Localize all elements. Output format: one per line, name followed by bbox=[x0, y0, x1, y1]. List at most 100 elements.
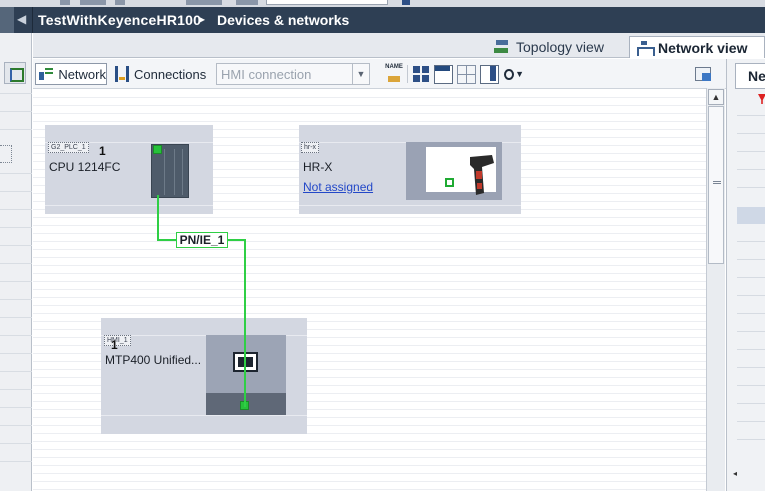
network-icon bbox=[39, 67, 54, 81]
magnifier-icon bbox=[504, 68, 515, 80]
toolbar-separator bbox=[407, 65, 408, 83]
device-tag: hr-x bbox=[301, 142, 320, 153]
tree-row-divider bbox=[0, 281, 32, 282]
image-background bbox=[426, 147, 496, 195]
tree-row-divider bbox=[0, 227, 32, 228]
toolbar-search-field[interactable] bbox=[266, 0, 388, 5]
toolbar-icon[interactable] bbox=[186, 0, 222, 5]
right-panel: Ne ◂ bbox=[726, 59, 765, 491]
breadcrumb-section: Devices & networks bbox=[217, 12, 350, 28]
device-hr-x[interactable]: hr-x HR-X Not assigned bbox=[299, 125, 521, 214]
network-line[interactable] bbox=[157, 239, 177, 241]
editor-title-bar: ◀ TestWithKeyenceHR100 ▸ Devices & netwo… bbox=[0, 7, 765, 33]
subnet-label[interactable]: PN/IE_1 bbox=[176, 232, 228, 248]
zoom-icon[interactable]: ▼ bbox=[504, 64, 524, 84]
network-mode-label: Network bbox=[58, 66, 106, 82]
show-device-grid-icon[interactable] bbox=[412, 64, 432, 84]
tree-selected-row[interactable] bbox=[0, 145, 12, 163]
tree-row-divider bbox=[0, 461, 32, 462]
tree-row-divider bbox=[0, 263, 32, 264]
toolbar-icon[interactable] bbox=[402, 0, 410, 5]
module-stripe bbox=[164, 149, 165, 195]
collapse-arrow-icon[interactable]: ◂ bbox=[733, 469, 738, 478]
grip-icon bbox=[713, 181, 721, 182]
device-tag: G2_PLC_1 bbox=[48, 142, 89, 153]
device-band bbox=[45, 205, 213, 206]
collapse-left-arrow-icon[interactable]: ◀ bbox=[17, 12, 27, 26]
table-row-divider bbox=[737, 349, 765, 350]
device-hmi[interactable]: HMI_1 1 MTP400 Unified... bbox=[101, 318, 307, 434]
tab-label: Topology view bbox=[516, 39, 604, 55]
toolbar-icon[interactable] bbox=[115, 0, 125, 5]
scrollbar-thumb[interactable] bbox=[708, 106, 724, 264]
device-band bbox=[101, 335, 307, 336]
network-line[interactable] bbox=[244, 239, 246, 407]
tree-row-divider bbox=[0, 93, 32, 94]
tree-toolbar-button[interactable] bbox=[4, 62, 26, 84]
view-tab-bar: Topology view Network view bbox=[33, 33, 765, 58]
table-row-divider bbox=[737, 295, 765, 296]
not-assigned-link[interactable]: Not assigned bbox=[303, 180, 374, 194]
device-plc[interactable]: G2_PLC_1 1 CPU 1214FC bbox=[45, 125, 213, 214]
profinet-port[interactable] bbox=[153, 145, 162, 154]
network-view-icon bbox=[636, 40, 655, 56]
show-header-panel-icon[interactable] bbox=[433, 64, 453, 84]
device-band bbox=[45, 142, 213, 143]
tree-row-divider bbox=[0, 407, 32, 408]
title-divider bbox=[32, 7, 33, 33]
network-line[interactable] bbox=[228, 239, 246, 241]
network-line[interactable] bbox=[157, 195, 159, 240]
breadcrumb-chevron-icon: ▸ bbox=[199, 12, 206, 26]
network-mode-button[interactable]: Network bbox=[35, 63, 107, 85]
tree-row-divider bbox=[0, 191, 32, 192]
device-band bbox=[101, 415, 307, 416]
table-row-divider bbox=[737, 313, 765, 314]
table-row-divider bbox=[737, 331, 765, 332]
connections-mode-label: Connections bbox=[134, 66, 207, 82]
table-row-divider bbox=[737, 151, 765, 152]
module-stripe bbox=[174, 149, 175, 195]
chevron-down-icon[interactable]: ▼ bbox=[352, 64, 369, 84]
panel-collapse-handle[interactable] bbox=[0, 7, 14, 33]
main-toolbar-remnant bbox=[0, 0, 765, 7]
canvas-vertical-scrollbar[interactable]: ▲ bbox=[706, 88, 725, 491]
toolbar-icon[interactable] bbox=[80, 0, 106, 5]
breadcrumb-project[interactable]: TestWithKeyenceHR100 bbox=[38, 12, 202, 28]
toolbar-icon[interactable] bbox=[236, 0, 258, 5]
project-tree-strip bbox=[0, 33, 32, 491]
show-grid-icon[interactable] bbox=[456, 64, 476, 84]
tree-row-divider bbox=[0, 299, 32, 300]
topology-icon bbox=[494, 40, 510, 54]
table-row-divider bbox=[737, 169, 765, 170]
connection-type-select[interactable]: HMI connection ▼ bbox=[216, 63, 370, 85]
tab-network-view[interactable]: Network view bbox=[629, 36, 765, 58]
show-names-icon[interactable]: NAME bbox=[384, 64, 404, 84]
table-row-divider bbox=[737, 439, 765, 440]
tab-topology-view[interactable]: Topology view bbox=[488, 36, 627, 58]
scroll-up-arrow-icon[interactable]: ▲ bbox=[708, 89, 724, 105]
table-row-selected[interactable] bbox=[737, 207, 765, 224]
table-row-divider bbox=[737, 115, 765, 116]
tree-row-divider bbox=[0, 335, 32, 336]
tree-row-divider bbox=[0, 209, 32, 210]
tree-row-divider bbox=[0, 443, 32, 444]
device-band bbox=[299, 205, 521, 206]
network-view-canvas[interactable]: G2_PLC_1 1 CPU 1214FC hr-x HR-X Not assi… bbox=[33, 90, 706, 491]
toolbar-icon[interactable] bbox=[60, 0, 70, 5]
overview-navigation-icon[interactable] bbox=[693, 64, 713, 84]
connection-type-value: HMI connection bbox=[221, 66, 312, 82]
connections-icon bbox=[115, 66, 129, 82]
filter-icon[interactable] bbox=[758, 94, 765, 104]
tab-network-overview[interactable]: Ne bbox=[735, 63, 765, 89]
device-number: 1 bbox=[111, 338, 118, 352]
connections-mode-button[interactable]: Connections bbox=[115, 63, 213, 85]
table-row-divider bbox=[737, 403, 765, 404]
network-view-toolbar: Network Connections HMI connection ▼ NAM… bbox=[33, 59, 733, 89]
tree-row-divider bbox=[0, 129, 32, 130]
tree-row-divider bbox=[0, 353, 32, 354]
table-row-divider bbox=[737, 421, 765, 422]
zoom-dropdown-icon[interactable]: ▼ bbox=[515, 69, 524, 79]
show-side-panel-icon[interactable] bbox=[479, 64, 499, 84]
profinet-port[interactable] bbox=[445, 178, 454, 187]
